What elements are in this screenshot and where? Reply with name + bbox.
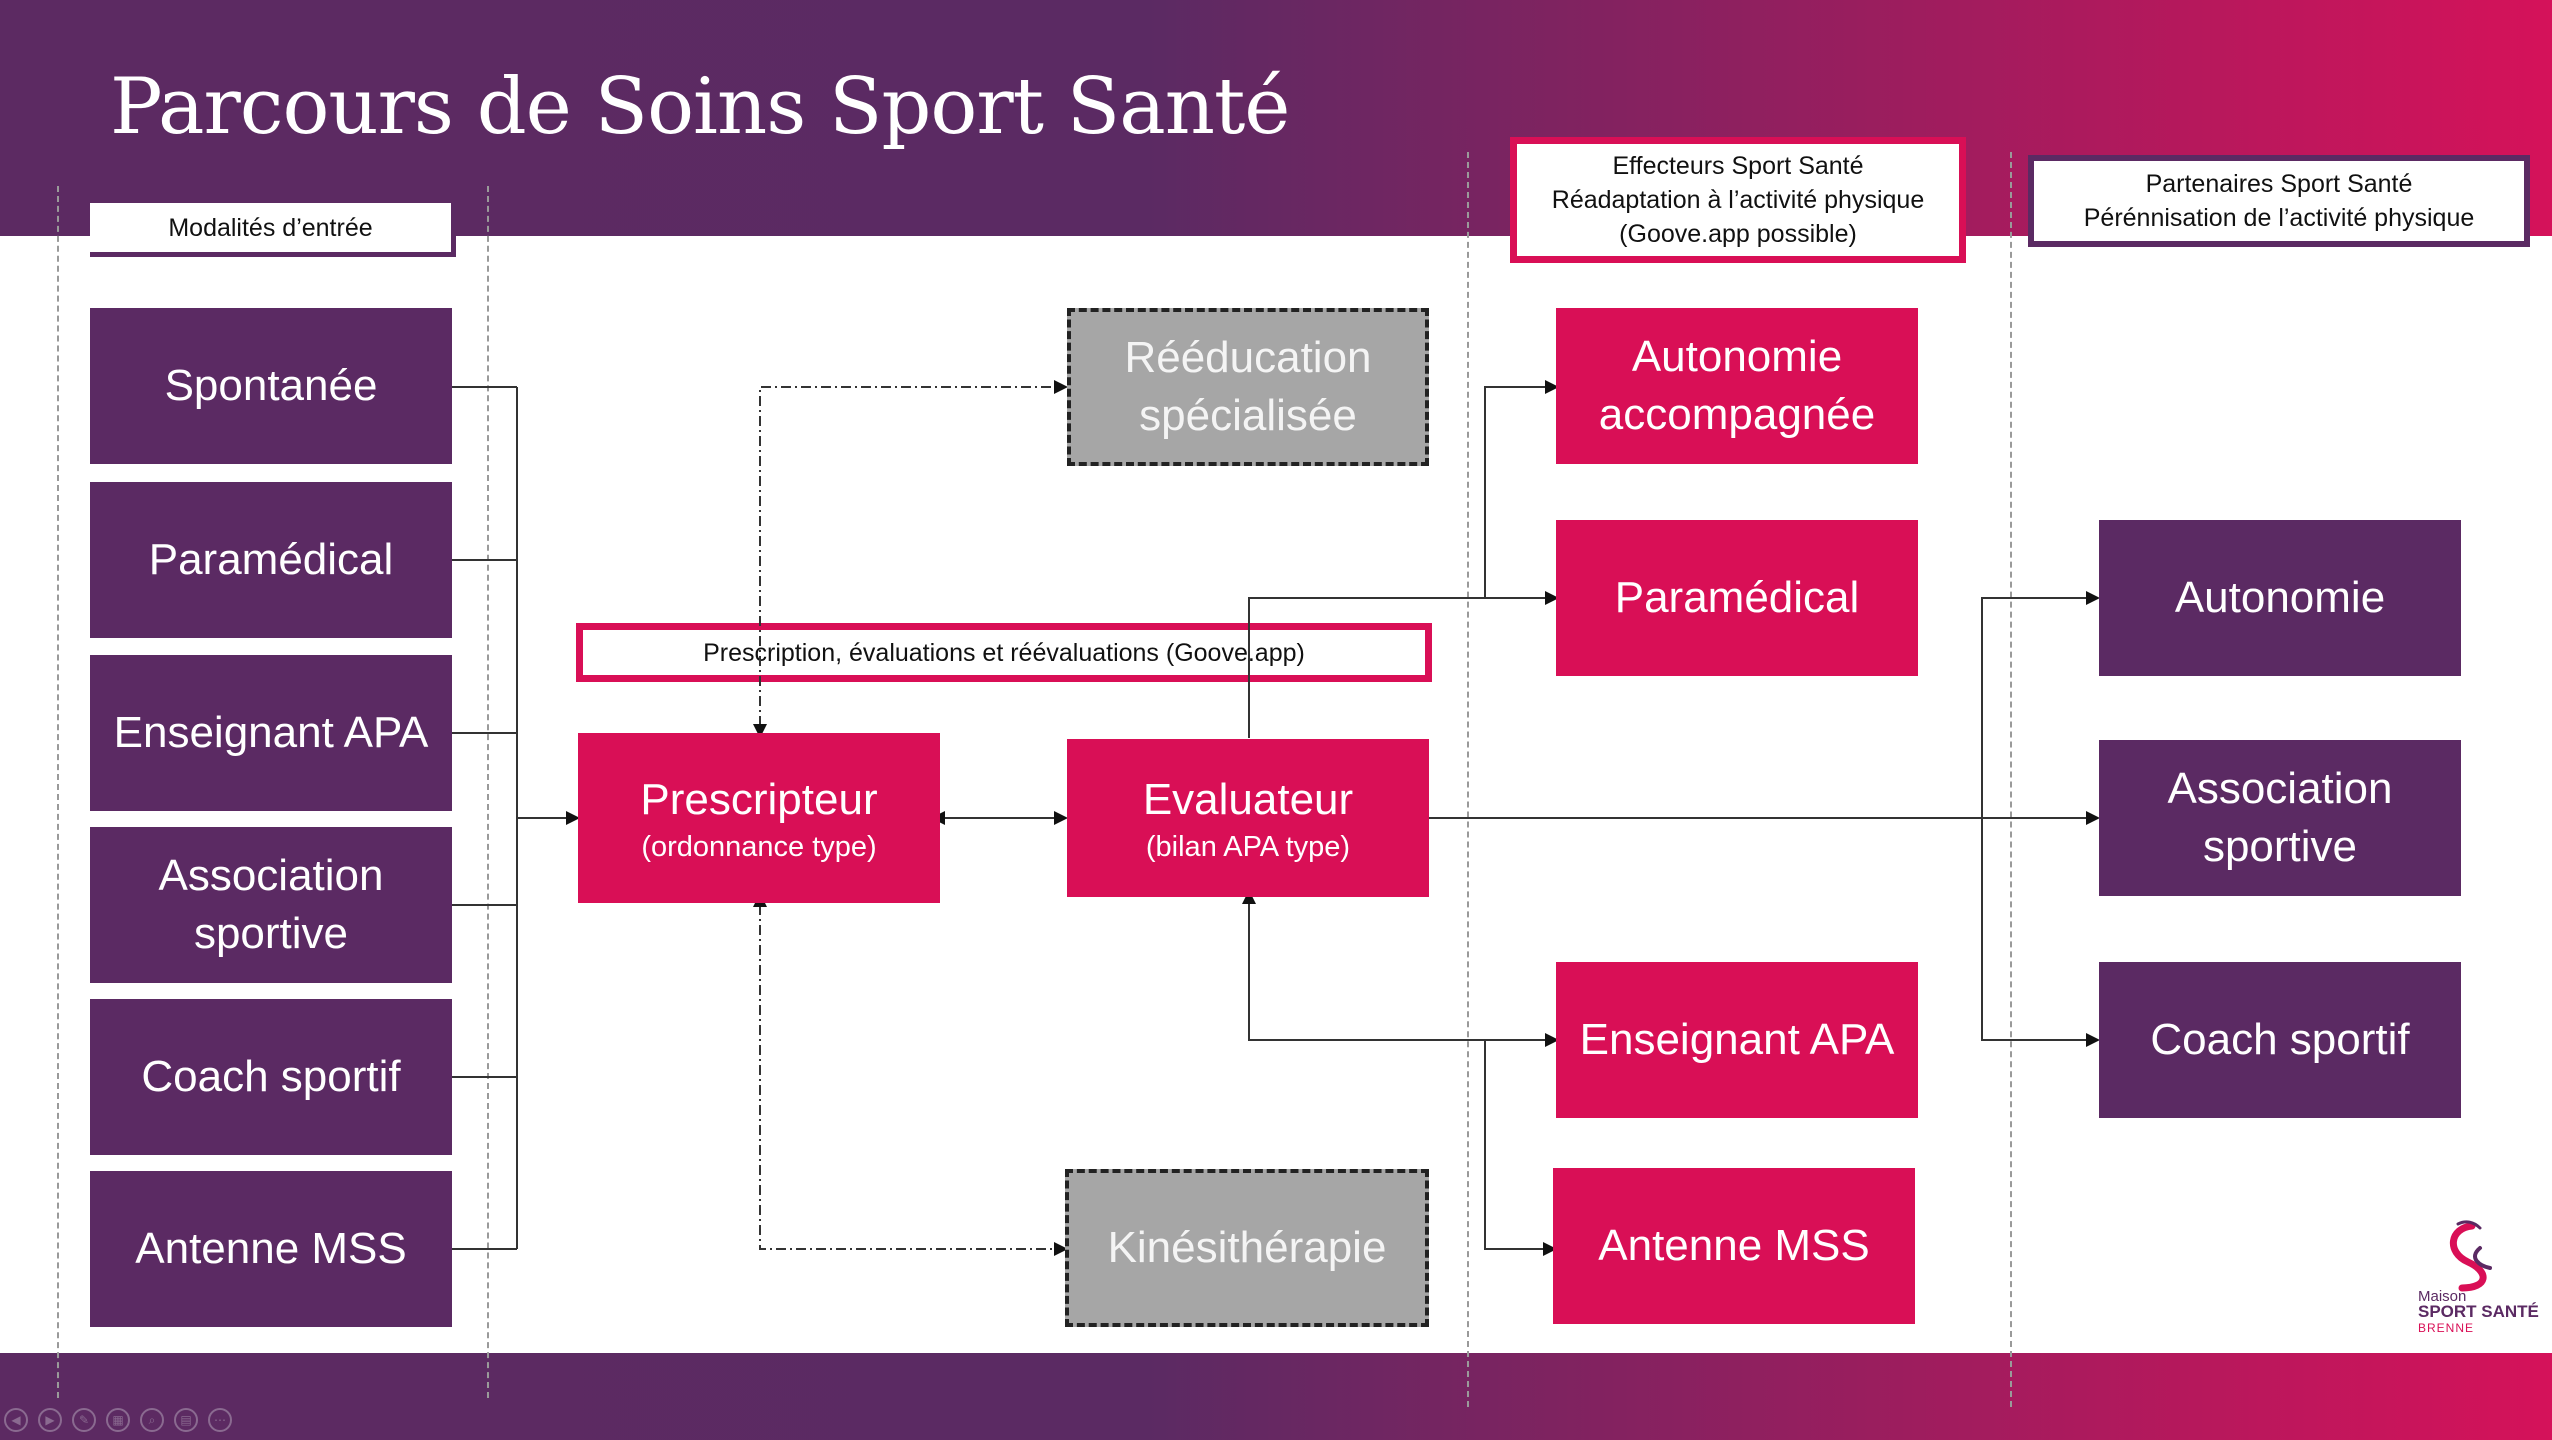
logo-text-line3: BRENNE	[2418, 1321, 2475, 1335]
next-icon[interactable]: ▶	[38, 1408, 62, 1432]
entry-node-antenne-mss: Antenne MSS	[90, 1171, 452, 1327]
reeducation-node: Rééducation spécialisée	[1067, 308, 1429, 466]
entry-node-spontanee: Spontanée	[90, 308, 452, 464]
zoom-icon[interactable]: ⌕	[140, 1408, 164, 1432]
more-icon[interactable]: ⋯	[208, 1408, 232, 1432]
partenaires-header: Partenaires Sport Santé Pérénnisation de…	[2028, 155, 2530, 247]
pen-icon[interactable]: ✎	[72, 1408, 96, 1432]
entry-node-coach-sportif: Coach sportif	[90, 999, 452, 1155]
column-divider	[57, 186, 59, 1398]
maison-sport-sante-logo	[2449, 1220, 2492, 1292]
entry-node-enseignant-apa: Enseignant APA	[90, 655, 452, 811]
effecteur-node-paramedical: Paramédical	[1556, 520, 1918, 676]
entry-node-paramedical: Paramédical	[90, 482, 452, 638]
partenaire-node-coach-sportif: Coach sportif	[2099, 962, 2461, 1118]
prescripteur-sublabel: (ordonnance type)	[641, 831, 877, 863]
logo-text-line2: SPORT SANTÉ	[2418, 1302, 2539, 1321]
entry-node-association-sportive: Association sportive	[90, 827, 452, 983]
entry-modalities-header: Modalités d’entrée	[90, 203, 456, 257]
evaluateur-node: Evaluateur (bilan APA type)	[1067, 739, 1429, 897]
slides-icon[interactable]: ▦	[106, 1408, 130, 1432]
prescripteur-label: Prescripteur	[640, 775, 878, 824]
column-divider	[2010, 152, 2012, 1407]
effecteur-node-autonomie-accompagnee: Autonomie accompagnée	[1556, 308, 1918, 464]
subtitles-icon[interactable]: ▤	[174, 1408, 198, 1432]
footer-band	[0, 1353, 2552, 1440]
effecteurs-header: Effecteurs Sport Santé Réadaptation à l’…	[1510, 137, 1966, 263]
prev-icon[interactable]: ◀	[4, 1408, 28, 1432]
logo-text-line1: Maison	[2418, 1288, 2467, 1305]
partenaire-node-association-sportive: Association sportive	[2099, 740, 2461, 896]
effecteur-node-enseignant-apa: Enseignant APA	[1556, 962, 1918, 1118]
prescripteur-node: Prescripteur (ordonnance type)	[578, 733, 940, 903]
column-divider	[487, 186, 489, 1398]
presentation-controls: ◀ ▶ ✎ ▦ ⌕ ▤ ⋯	[4, 1408, 232, 1432]
partenaire-node-autonomie: Autonomie	[2099, 520, 2461, 676]
column-divider	[1467, 152, 1469, 1407]
effecteur-node-antenne-mss: Antenne MSS	[1553, 1168, 1915, 1324]
evaluateur-label: Evaluateur	[1142, 775, 1354, 824]
evaluateur-sublabel: (bilan APA type)	[1145, 831, 1351, 863]
kinesitherapie-node: Kinésithérapie	[1065, 1169, 1429, 1327]
page-title: Parcours de Soins Sport Santé	[110, 62, 1290, 152]
